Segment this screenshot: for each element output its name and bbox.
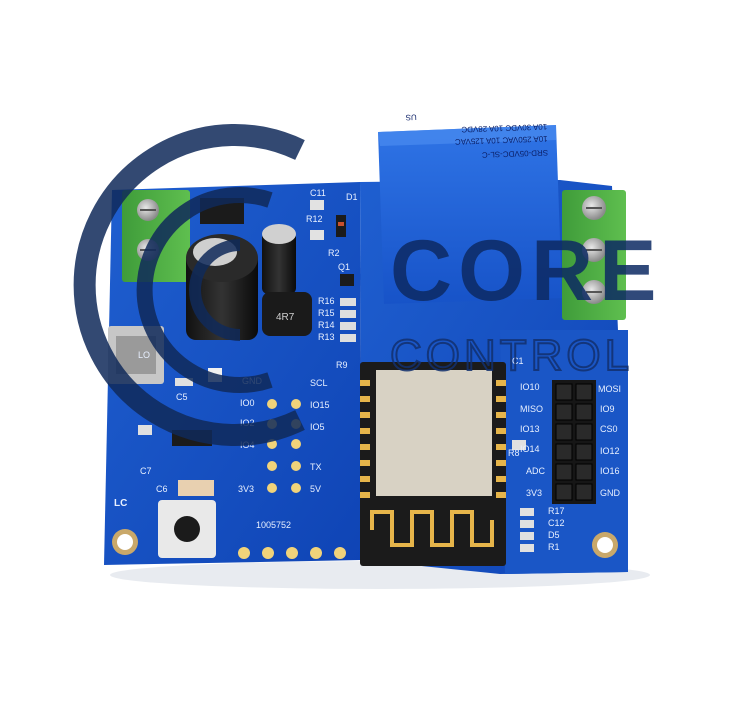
- watermark-core: CORE: [390, 223, 662, 319]
- label-lo: LO: [138, 350, 150, 360]
- silkscreen: C11 D1 R12 R2 Q1 R16 R15 R14 R13 R9 C1 C…: [114, 188, 621, 552]
- label-tx: TX: [310, 462, 322, 472]
- header-right-label: IO16: [600, 466, 620, 476]
- header-left-label: IO10: [520, 382, 540, 392]
- label-r2: R2: [328, 248, 340, 258]
- relay: SRD-05VDC-SL-C 10A 250VAC 10A 125VAC 10A…: [378, 113, 562, 304]
- label-io2: IO2: [240, 418, 255, 428]
- relay-cert: US: [405, 113, 416, 122]
- label-c6: C6: [156, 484, 168, 494]
- header-right-label: MOSI: [598, 384, 621, 394]
- label-d5: D5: [548, 530, 560, 540]
- push-button: [158, 500, 216, 558]
- label-q1: Q1: [338, 262, 350, 272]
- label-r8: R8: [508, 448, 520, 458]
- header-left-label: IO14: [520, 444, 540, 454]
- header-left-label: MISO: [520, 404, 543, 414]
- label-c11: C11: [310, 188, 326, 198]
- label-io15: IO15: [310, 400, 330, 410]
- label-r15: R15: [318, 308, 335, 318]
- small-capacitor: [262, 224, 296, 294]
- header-left-label: 3V3: [526, 488, 542, 498]
- label-r14: R14: [318, 320, 335, 330]
- label-r1: R1: [548, 542, 560, 552]
- label-c7: C7: [140, 466, 152, 476]
- header-left-label: IO13: [520, 424, 540, 434]
- inductor-label: 4R7: [276, 312, 295, 323]
- relay-model: SRD-05VDC-SL-C: [482, 148, 549, 159]
- label-c12: C12: [548, 518, 565, 528]
- watermark-logo: CORE CONTROL: [73, 124, 662, 446]
- right-terminal-block: [562, 190, 626, 320]
- header-right-label: GND: [600, 488, 621, 498]
- label-io0: IO0: [240, 398, 255, 408]
- header-right-label: IO12: [600, 446, 620, 456]
- header-left-label: ADC: [526, 466, 546, 476]
- inductor: 4R7: [262, 292, 312, 336]
- label-serial: 1005752: [256, 520, 291, 530]
- label-io5: IO5: [310, 422, 325, 432]
- watermark-control: CONTROL: [390, 331, 633, 380]
- label-scl: SCL: [310, 378, 328, 388]
- label-c5: C5: [176, 392, 188, 402]
- pin-header: [552, 380, 596, 504]
- label-r9: R9: [336, 360, 348, 370]
- esp-module: [360, 362, 506, 566]
- label-r17: R17: [548, 506, 565, 516]
- label-d1: D1: [346, 192, 358, 202]
- label-5v: 5V: [310, 484, 321, 494]
- label-3v3: 3V3: [238, 484, 254, 494]
- relay-rating-2: 10A 30VDC 10A 28VDC: [461, 122, 547, 134]
- relay-rating-1: 10A 250VAC 10A 125VAC: [455, 134, 548, 146]
- mounting-holes: [112, 529, 618, 558]
- header-right-label: IO9: [600, 404, 615, 414]
- label-lc: LC: [114, 498, 127, 509]
- header-right-label: CS0: [600, 424, 618, 434]
- label-c1: C1: [512, 356, 524, 366]
- label-r16: R16: [318, 296, 335, 306]
- label-r12: R12: [306, 214, 323, 224]
- label-r13: R13: [318, 332, 335, 342]
